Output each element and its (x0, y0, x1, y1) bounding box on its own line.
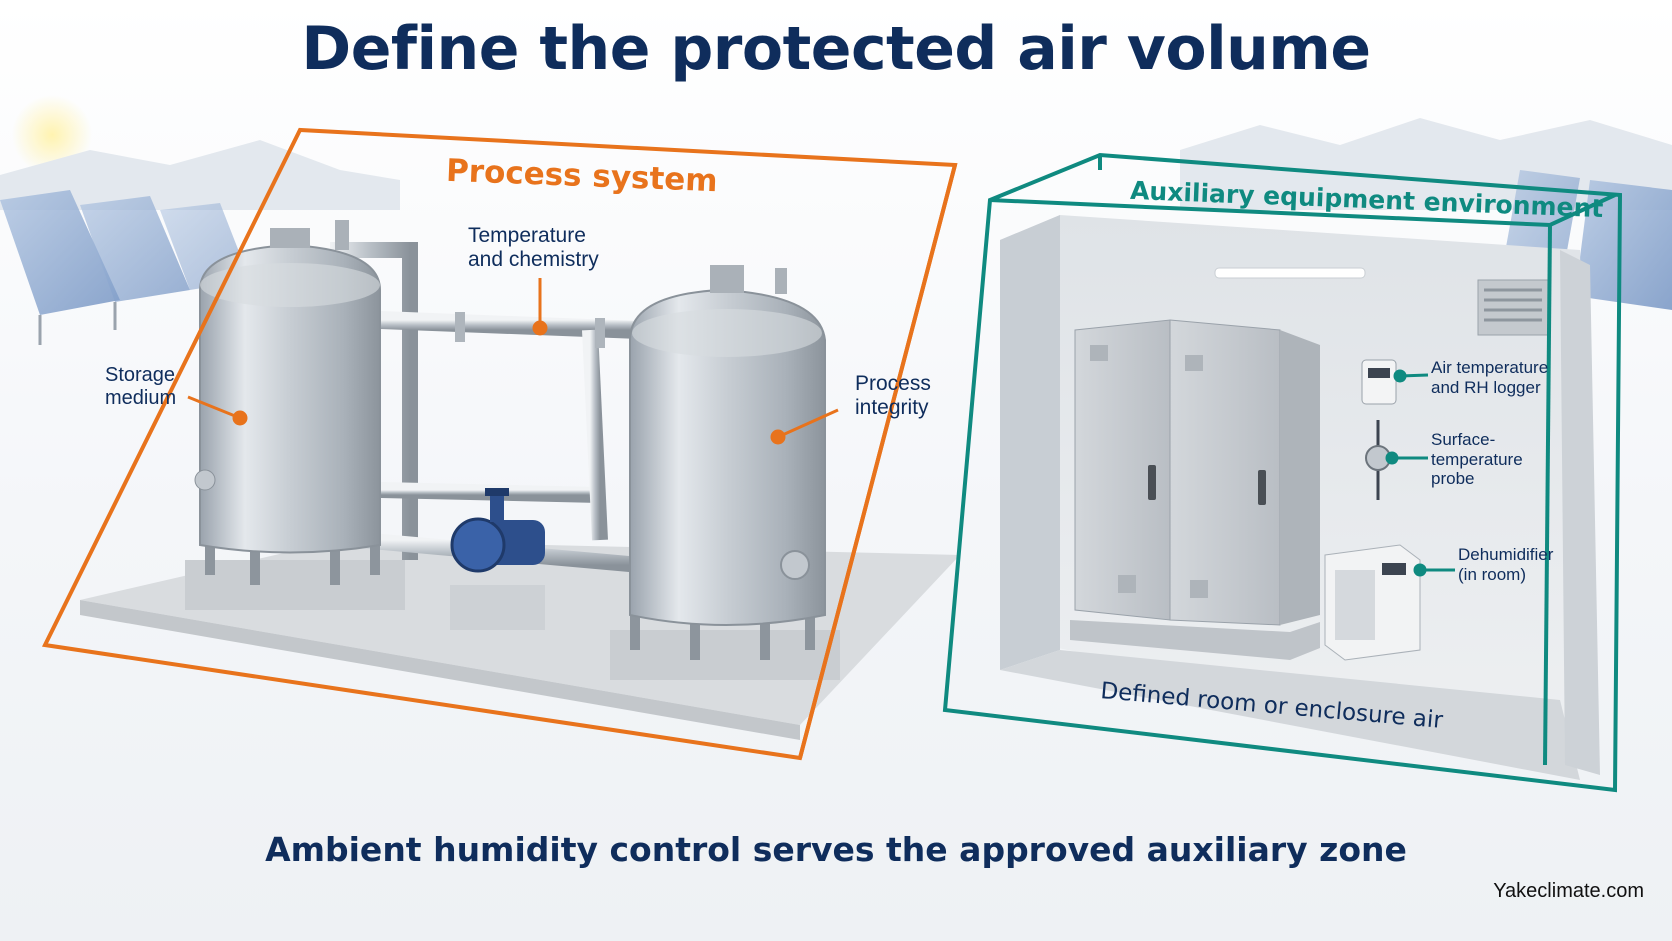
aux-leader-lines (1385, 369, 1455, 577)
surface-probe (1365, 420, 1391, 500)
ceiling-light (1214, 267, 1366, 279)
label-dehumidifier: Dehumidifier (in room) (1458, 545, 1554, 584)
wall-vent (1477, 279, 1549, 336)
label-storage-medium: Storage medium (105, 364, 177, 409)
page-title: Define the protected air volume (301, 14, 1371, 84)
electrical-cabinets (1070, 319, 1320, 660)
process-zone-outline (41, 127, 958, 761)
label-rh-logger: Air temperature and RH logger (1431, 358, 1549, 397)
mountains-left (0, 140, 400, 210)
process-leader-lines (187, 278, 839, 445)
label-surface-probe: Surface- temperature probe (1431, 430, 1523, 489)
aux-zone-outline (942, 152, 1623, 793)
dehumidifier (1324, 544, 1421, 661)
bottom-caption: Ambient humidity control serves the appr… (265, 830, 1407, 869)
rh-logger (1361, 359, 1397, 405)
pump (450, 488, 545, 630)
storage-tank-left (185, 220, 405, 610)
label-process-integrity: Process integrity (855, 372, 931, 420)
label-temperature-chemistry: Temperature and chemistry (468, 224, 599, 272)
watermark: Yakeclimate.com (1493, 880, 1644, 902)
storage-tank-right (610, 265, 840, 680)
